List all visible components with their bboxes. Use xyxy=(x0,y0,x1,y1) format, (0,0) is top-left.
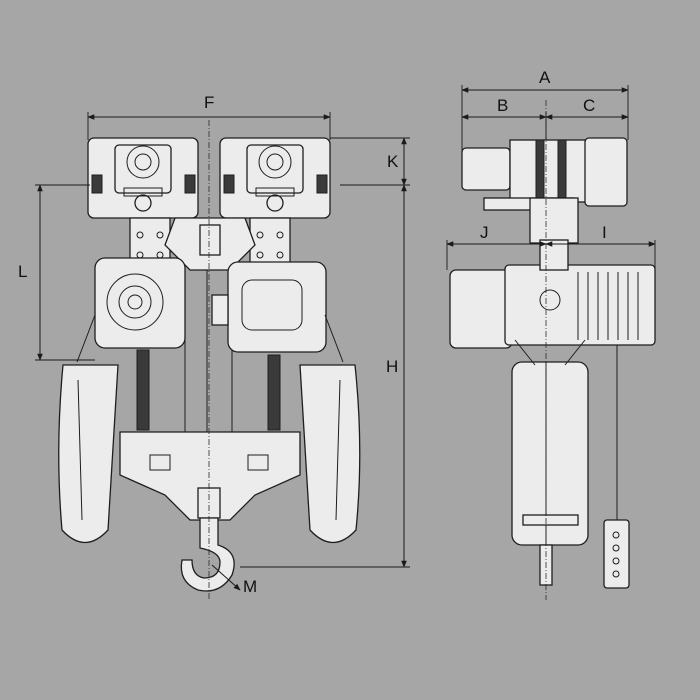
label-F: F xyxy=(204,93,214,112)
right-hoist-body xyxy=(211,261,327,353)
left-hoist-body xyxy=(94,257,186,349)
bottom-yoke xyxy=(119,431,301,521)
side-hoist-unit xyxy=(449,239,656,349)
label-J: J xyxy=(480,223,489,242)
pendant-control xyxy=(603,345,630,589)
label-C: C xyxy=(583,96,595,115)
side-trolley xyxy=(461,137,628,244)
left-trolley xyxy=(87,137,199,219)
side-view xyxy=(449,100,656,600)
dimension-label-group: F K L H M A B C J I xyxy=(18,68,607,596)
dimension-lines xyxy=(35,85,656,591)
chain-springs xyxy=(136,349,281,431)
label-K: K xyxy=(387,152,399,171)
side-chain-bucket xyxy=(511,339,589,586)
label-A: A xyxy=(539,68,551,87)
label-I: I xyxy=(602,223,607,242)
label-B: B xyxy=(497,96,508,115)
label-M: M xyxy=(243,577,257,596)
load-hook xyxy=(180,517,235,592)
label-L: L xyxy=(18,262,27,281)
right-trolley xyxy=(219,137,331,219)
chain-bags xyxy=(58,314,361,544)
label-H: H xyxy=(386,357,398,376)
front-view xyxy=(58,120,361,600)
connecting-plates xyxy=(129,217,291,271)
